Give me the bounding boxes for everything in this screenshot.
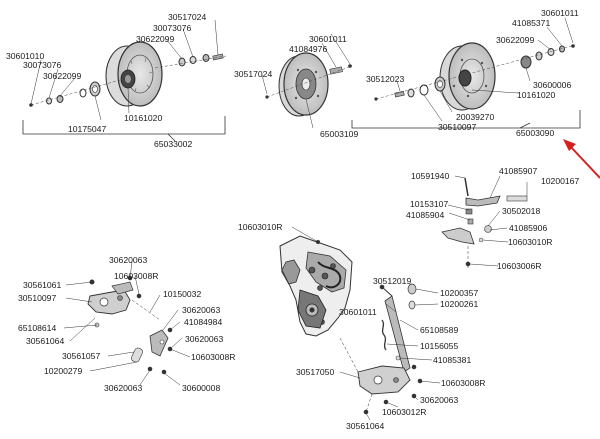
part-label: 10161020 <box>517 90 556 100</box>
part-label: 30073076 <box>153 23 192 33</box>
leader-lines-top <box>30 17 574 129</box>
part-label: 30620063 <box>109 255 148 265</box>
part-label: 10175047 <box>68 124 107 134</box>
assembly-brackets <box>22 110 581 142</box>
part-label: 10200279 <box>44 366 83 376</box>
part-label: 41084984 <box>184 317 223 327</box>
part-label: 41085381 <box>433 355 472 365</box>
part-label: 30517024 <box>234 69 273 79</box>
part-label: 10161020 <box>124 113 163 123</box>
part-label: 30512023 <box>366 74 405 84</box>
leader-lines-linkage <box>447 175 528 267</box>
leader-lines-bracket <box>63 261 191 386</box>
brake-bracket-assembly <box>87 275 173 375</box>
leader-lines-engine <box>291 226 319 243</box>
part-label: 10200261 <box>440 299 479 309</box>
part-label: 30561064 <box>26 336 65 346</box>
part-label: 30620063 <box>104 383 143 393</box>
part-label: 30620063 <box>185 334 224 344</box>
part-label: 10150032 <box>163 289 202 299</box>
part-label: 10603010R <box>238 222 283 232</box>
part-label: 10603010R <box>508 237 553 247</box>
part-label: 30512019 <box>373 276 412 286</box>
part-label: 30601011 <box>541 8 579 18</box>
part-label: 10156055 <box>420 341 459 351</box>
part-label: 30561057 <box>62 351 101 361</box>
part-label: 30601011 <box>309 34 347 44</box>
part-label: 30622099 <box>496 35 535 45</box>
part-label: 30561061 <box>23 280 62 290</box>
part-label: 30620063 <box>182 305 221 315</box>
part-label: 41085904 <box>406 210 445 220</box>
part-label: 10200357 <box>440 288 479 298</box>
part-label: 10591940 <box>411 171 450 181</box>
part-label: 30073076 <box>23 60 62 70</box>
wheel-65003109 <box>265 52 353 117</box>
part-label: 30601011 <box>339 307 377 317</box>
part-label: 10153107 <box>410 199 449 209</box>
part-label: 30600006 <box>533 80 572 90</box>
part-label: 41085906 <box>509 223 548 233</box>
part-label: 30510097 <box>18 293 57 303</box>
part-label: 10603008R <box>441 378 486 388</box>
highlighted-part-label: 65003090 <box>516 128 555 138</box>
part-label: 30622099 <box>136 34 175 44</box>
part-label: 10603012R <box>382 407 427 417</box>
part-label: 30517050 <box>296 367 335 377</box>
part-label: 10603008R <box>191 352 236 362</box>
throttle-linkage <box>441 177 528 268</box>
part-label: 10200167 <box>541 176 580 186</box>
part-label: 30510097 <box>438 122 477 132</box>
part-label: 41084976 <box>289 44 328 54</box>
part-label: 10603006R <box>497 261 542 271</box>
part-label: 20039270 <box>456 112 495 122</box>
callout-arrow <box>563 139 600 179</box>
part-label: 65033002 <box>154 139 193 149</box>
part-label: 30620063 <box>420 395 459 405</box>
part-label: 65108589 <box>420 325 459 335</box>
part-label: 30601010 <box>6 51 45 61</box>
part-label: 30517024 <box>168 12 207 22</box>
part-label: 41085907 <box>499 166 538 176</box>
part-label: 30561064 <box>346 421 385 431</box>
part-label: 30600008 <box>182 383 221 393</box>
leader-lines-bottom <box>339 284 441 421</box>
part-label: 65003109 <box>320 129 359 139</box>
part-label: 30502018 <box>502 206 541 216</box>
part-label: 30622099 <box>43 71 82 81</box>
wheel-assembly-65003090 <box>374 42 576 111</box>
engine-frame <box>279 235 353 337</box>
part-label: 41085371 <box>512 18 551 28</box>
wheel-assembly-65033002 <box>29 41 227 107</box>
part-label: 65108614 <box>18 323 57 333</box>
drive-lever-assembly <box>339 283 423 415</box>
part-label: 10603008R <box>114 271 159 281</box>
